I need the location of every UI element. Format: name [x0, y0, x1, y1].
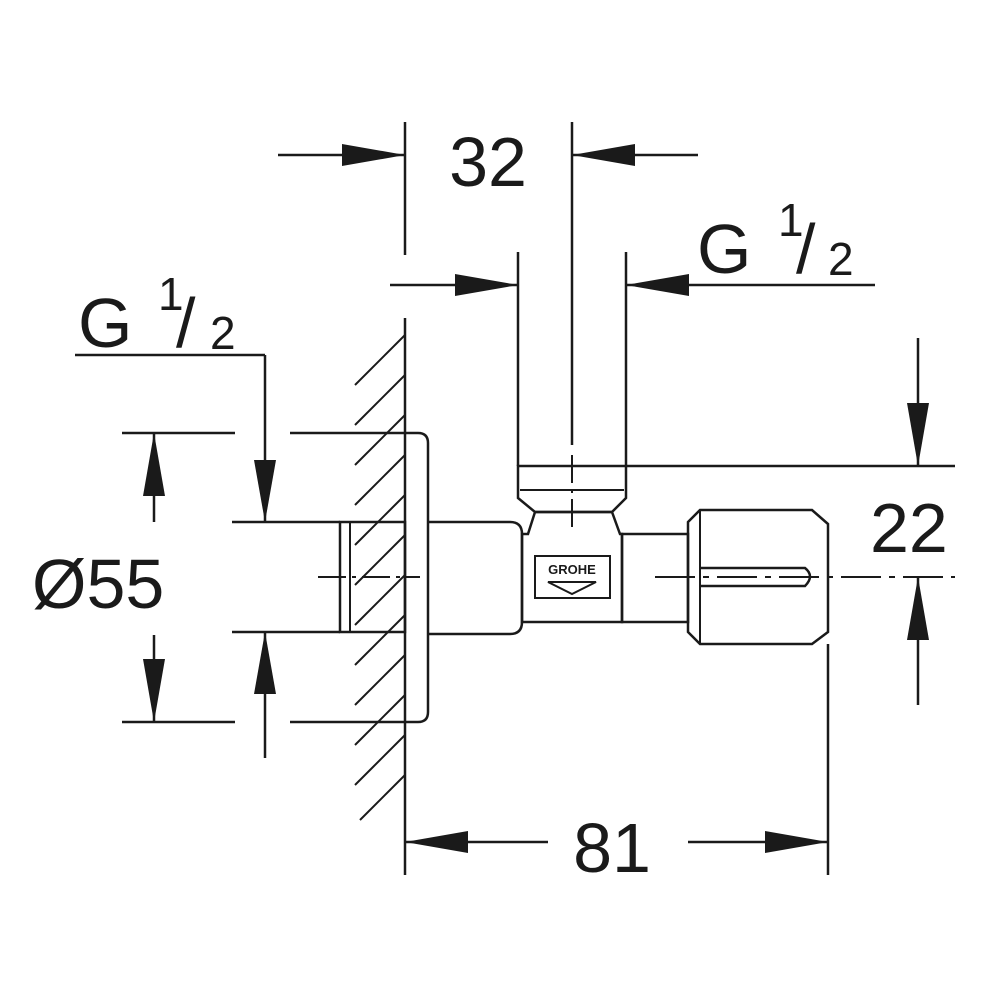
inlet-thread-prefix: G: [78, 284, 132, 362]
arrow-right: [342, 144, 405, 166]
rosette-diameter-label: Ø55: [32, 545, 164, 623]
central-body: [520, 510, 624, 624]
dimension-top-width: 32: [278, 122, 698, 445]
brand-logo: GROHE: [534, 555, 611, 599]
outlet-thread-prefix: G: [697, 210, 751, 288]
dimension-rosette-diameter: Ø55: [32, 431, 405, 724]
inlet-thread-numerator: 1: [158, 268, 184, 320]
dimension-overall-depth: 81: [403, 644, 830, 887]
neck: [428, 520, 524, 636]
inlet-thread-slash: /: [176, 284, 196, 362]
dimension-inlet-thread: G 1 / 2: [75, 268, 340, 758]
rosette: [405, 431, 430, 724]
inlet-thread-denominator: 2: [210, 307, 236, 359]
overall-depth-label: 81: [573, 809, 651, 887]
dimension-top-width-label: 32: [449, 123, 527, 201]
wall: [354, 318, 407, 821]
arrow-left: [572, 144, 635, 166]
dimension-outlet-thread: G 1 / 2: [390, 194, 875, 466]
outlet-thread-slash: /: [796, 210, 816, 288]
handle: [686, 508, 830, 646]
outlet-thread-numerator: 1: [778, 194, 804, 246]
outlet-thread-denominator: 2: [828, 233, 854, 285]
center-lines: [318, 455, 955, 578]
dimension-outlet-offset: 22: [626, 338, 955, 705]
outlet-offset-label: 22: [870, 489, 948, 567]
valve-body: GROHE: [338, 431, 830, 724]
wall-hatching: [354, 334, 406, 821]
brand-logo-text: GROHE: [548, 562, 596, 577]
